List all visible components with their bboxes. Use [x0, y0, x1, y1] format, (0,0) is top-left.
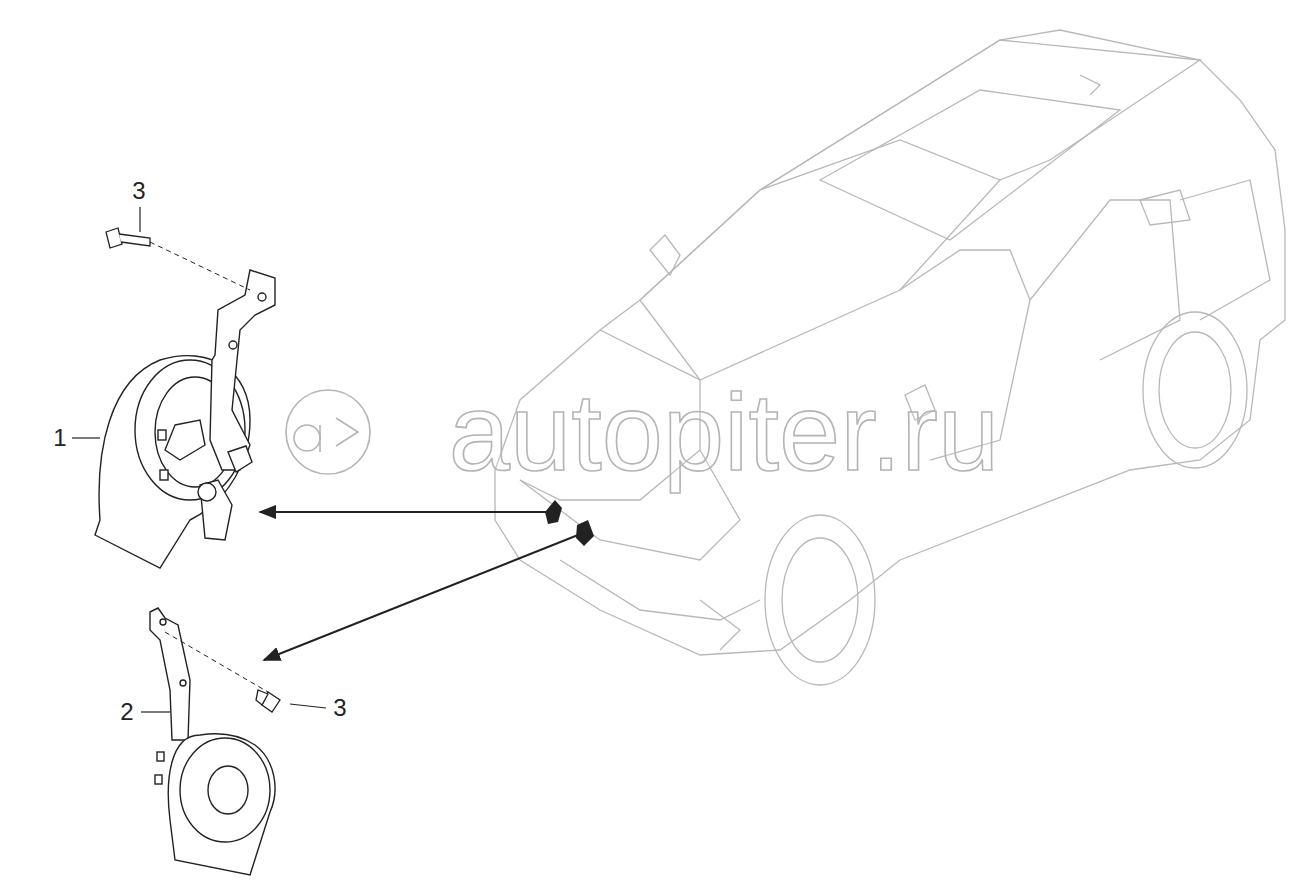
callout-number: 3 [132, 179, 145, 203]
location-arrows [260, 512, 578, 660]
watermark: autopiter.ru [449, 377, 999, 487]
horn-2 [150, 608, 275, 875]
dashed-guide [165, 632, 268, 692]
car-outline [495, 30, 1285, 685]
callout-number: 1 [53, 426, 66, 450]
callout-number: 3 [333, 696, 346, 720]
dashed-guide [150, 242, 250, 290]
leader-lines [72, 207, 326, 712]
watermark-logo [286, 390, 370, 474]
bolt [256, 690, 280, 712]
horn-1 [95, 270, 275, 568]
bolt [106, 228, 150, 248]
callout-number: 2 [120, 700, 133, 724]
